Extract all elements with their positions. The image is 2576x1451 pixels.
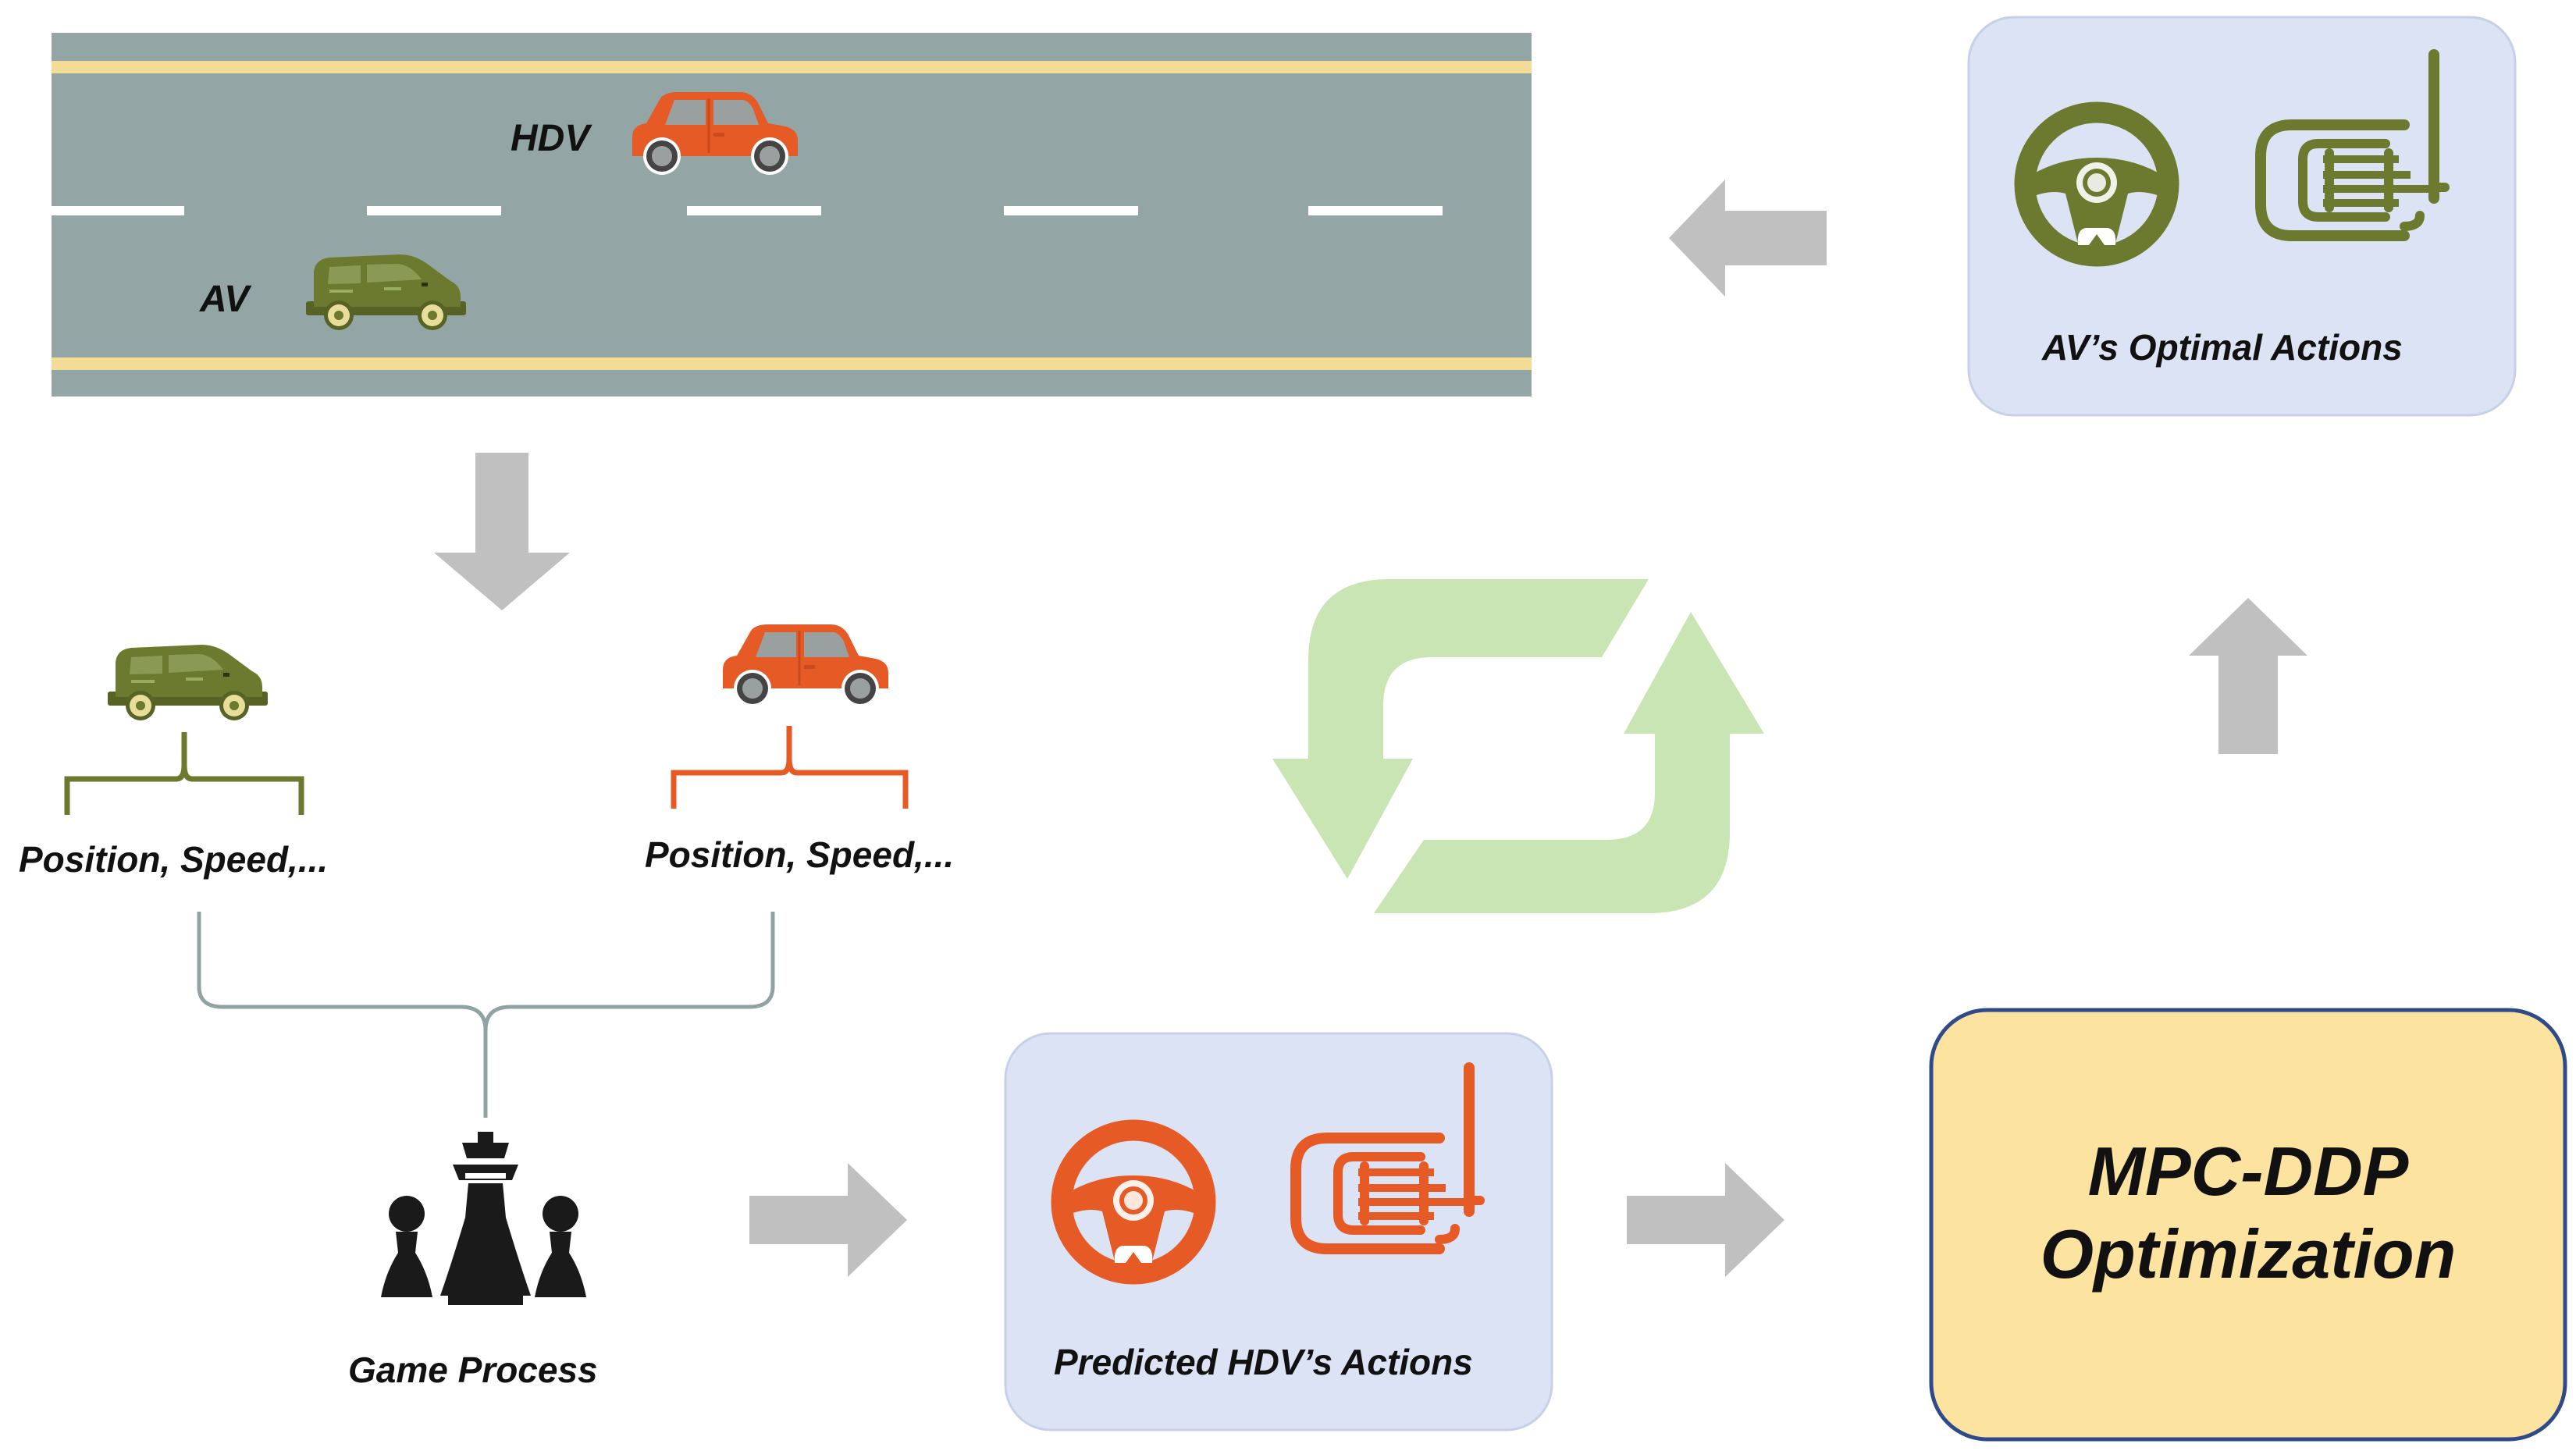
predicted-actions-label: Predicted HDV’s Actions xyxy=(1054,1342,1473,1382)
av-state-label: Position, Speed,... xyxy=(19,839,329,880)
refresh-cycle-icon xyxy=(1272,579,1764,913)
hdv-state-bracket xyxy=(671,726,909,809)
lane-markings xyxy=(52,206,1443,215)
arrow-to-predicted xyxy=(749,1163,907,1277)
road-edge-bottom xyxy=(52,357,1532,370)
hdv-label: HDV xyxy=(511,118,590,159)
chess-pieces-icon xyxy=(381,1132,586,1305)
av-state-bracket xyxy=(64,732,304,815)
arrow-down-to-states xyxy=(434,453,570,610)
road xyxy=(52,33,1532,397)
chess-king-band xyxy=(465,1173,506,1179)
merge-bracket xyxy=(197,912,775,1118)
mpc-title-line2: Optimization xyxy=(2040,1215,2457,1293)
optimal-actions-label: AV’s Optimal Actions xyxy=(2042,327,2403,368)
av-label: AV xyxy=(200,279,250,320)
arrow-up-to-optimal xyxy=(2189,598,2307,754)
hdv-state-label: Position, Speed,... xyxy=(645,834,955,875)
mpc-ddp-box xyxy=(1929,1008,2567,1442)
road-edge-top xyxy=(52,61,1532,73)
game-process-label: Game Process xyxy=(348,1350,598,1390)
mpc-title-line1: MPC-DDP xyxy=(2087,1133,2409,1210)
arrow-to-road xyxy=(1669,180,1827,297)
arrow-to-mpc xyxy=(1627,1163,1784,1277)
hdv-state-car-icon xyxy=(721,623,890,709)
av-state-car-icon xyxy=(106,643,269,722)
